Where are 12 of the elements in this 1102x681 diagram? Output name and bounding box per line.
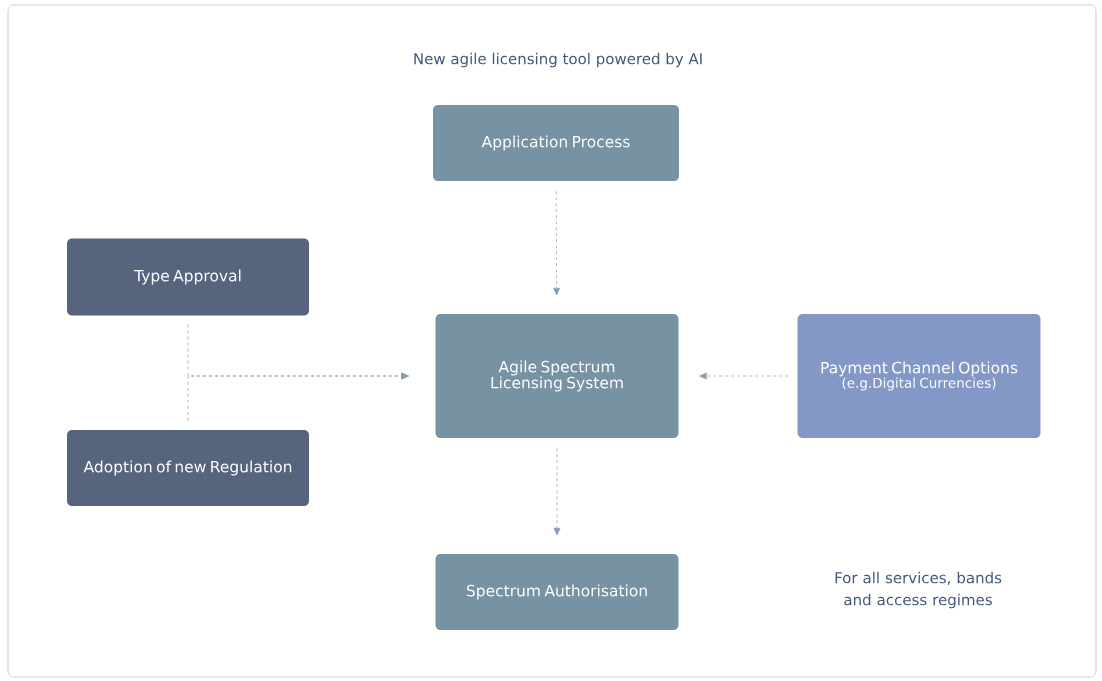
arrow [187, 372, 409, 422]
note-text: For all services, bands and access regimes [835, 571, 1002, 609]
process-box: Agile Spectrum Licensing System [435, 314, 679, 438]
process-box: Type Approval [67, 238, 309, 316]
process-box: Adoption of new Regulation [67, 430, 309, 506]
arrow [553, 447, 561, 536]
process-box: Spectrum Authorisation [435, 554, 679, 630]
arrow [699, 372, 789, 380]
arrow [553, 190, 561, 296]
process-box: Application Process [433, 105, 679, 181]
process-box: Payment Channel Options (e.g.Digital Currencies) [797, 314, 1041, 438]
diagram-title: New agile licensing tool powered by AI [414, 52, 702, 68]
